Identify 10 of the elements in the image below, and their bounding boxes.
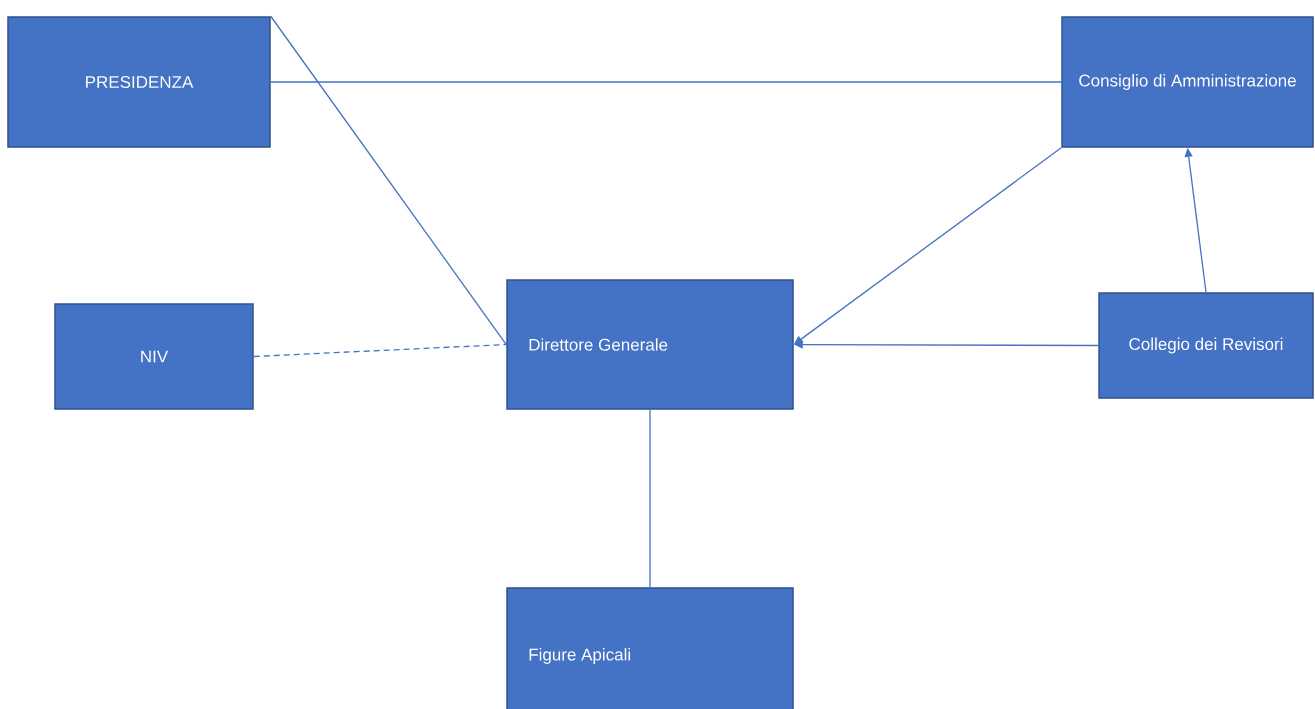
connector-line <box>649 409 651 588</box>
org-box: NIV <box>54 303 254 410</box>
org-box: Consiglio di Amministrazione <box>1061 16 1314 148</box>
connector-line <box>270 81 1062 83</box>
org-box: PRESIDENZA <box>7 16 271 148</box>
connector-line <box>270 15 507 346</box>
org-box: Direttore Generale <box>506 279 794 410</box>
dashed-connector <box>253 343 507 358</box>
org-box: Figure Apicali <box>506 587 794 709</box>
org-box: Collegio dei Revisori <box>1098 292 1314 399</box>
